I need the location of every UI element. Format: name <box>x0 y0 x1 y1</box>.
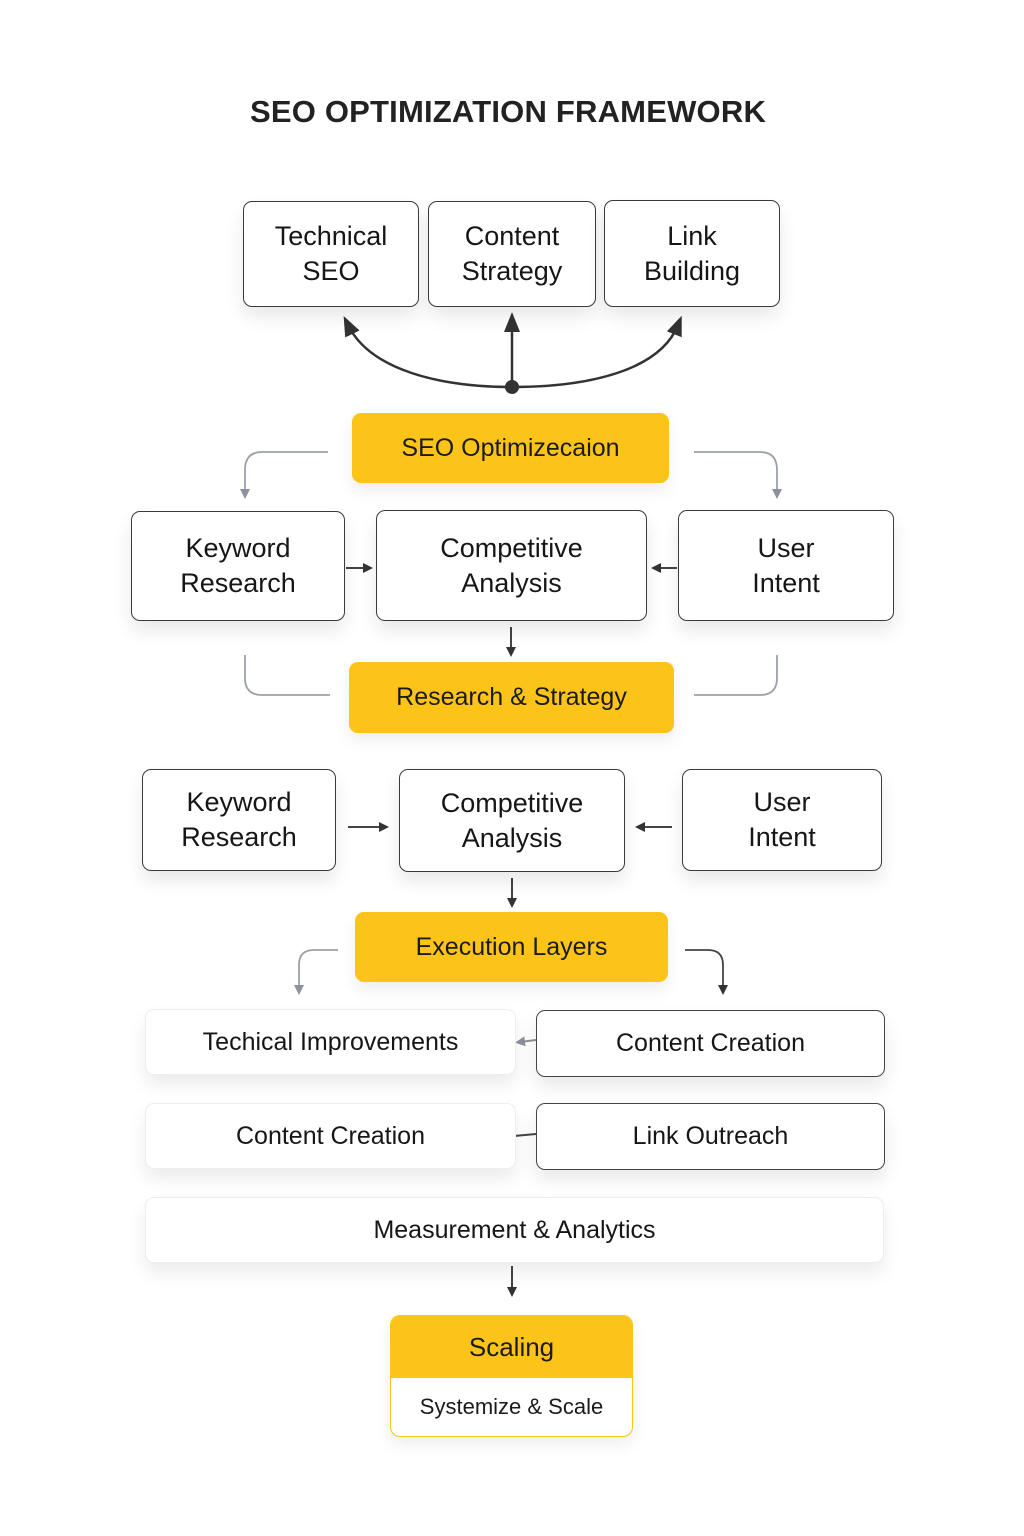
link-outreach-box: Link Outreach <box>536 1103 885 1170</box>
arrow-to-link-building <box>511 315 682 389</box>
hub-seo-optimization: SEO Optimizecaion <box>352 413 669 483</box>
pillar-content-strategy: Content Strategy <box>428 201 596 307</box>
content-creation-box-right: Content Creation <box>536 1010 885 1077</box>
pillar-link-building: Link Building <box>604 200 780 307</box>
keyword-research-box: Keyword Research <box>131 511 345 621</box>
content-creation-box-left: Content Creation <box>145 1103 516 1169</box>
pillar-technical-seo: Technical SEO <box>243 201 419 307</box>
research-strategy-box: Research & Strategy <box>349 662 674 733</box>
scaling-card: Scaling Systemize & Scale <box>390 1315 633 1437</box>
competitive-analysis-box-2: Competitive Analysis <box>399 769 625 872</box>
keyword-research-box-2: Keyword Research <box>142 769 336 871</box>
scaling-subtitle: Systemize & Scale <box>419 1394 604 1419</box>
fan-origin-dot <box>505 380 519 394</box>
measurement-analytics-box: Measurement & Analytics <box>145 1197 884 1263</box>
competitive-analysis-box: Competitive Analysis <box>376 510 647 621</box>
technical-improvements-box: Techical Improvements <box>145 1009 516 1075</box>
scaling-title: Scaling <box>391 1316 632 1378</box>
user-intent-box-2: User Intent <box>682 769 882 871</box>
arrow-to-technical-seo <box>343 316 513 389</box>
page-title: SEO OPTIMIZATION FRAMEWORK <box>249 94 767 129</box>
execution-layers-box: Execution Layers <box>355 912 668 982</box>
user-intent-box: User Intent <box>678 510 894 621</box>
